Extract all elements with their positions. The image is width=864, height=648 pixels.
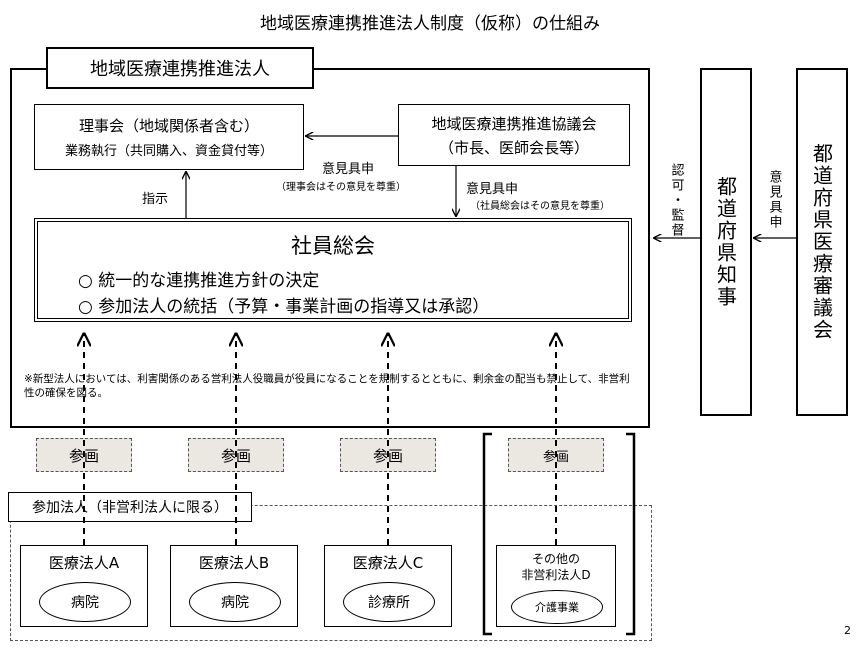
member-c-name: 医療法人C [352,554,424,572]
member-b-name: 医療法人B [198,554,270,572]
corporation-label: 地域医療連携推進法人 [46,47,314,89]
member-d-name-line2: 非営利法人D [521,568,591,582]
member-d-name-line1: その他の [531,552,580,566]
board-title: 理事会（地域関係者含む） [78,117,259,135]
member-a-facility: 病院 [39,582,131,622]
participating-corporations-group [10,505,652,641]
member-corporation-a: 医療法人A 病院 [20,545,148,627]
opinion-to-board-note: （理事会はその意見を尊重） [276,182,406,193]
member-corporation-c: 医療法人C 診療所 [324,545,452,627]
board-of-directors-box: 理事会（地域関係者含む） 業務執行（共同購入、資金貸付等） [34,104,304,170]
page-title: 地域医療連携推進法人制度（仮称）の仕組み [260,13,600,34]
participation-label-c: 参画 [340,438,436,472]
instruction-label: 指示 [142,192,169,207]
non-profit-note: ※新型法人においては、利害関係のある営利法人役職員が役員になることを規制するとと… [24,373,630,399]
council-members: （市長、医師会長等） [438,138,589,157]
participating-corporations-label: 参加法人（非営利法人に限る） [8,492,252,522]
member-a-name: 医療法人A [48,554,120,572]
governor-box: 都道府県知事 [700,68,752,416]
participation-label-b: 参画 [188,438,284,472]
corporation-frame [10,68,650,428]
member-b-facility: 病院 [189,582,281,622]
prefectural-medical-council-box: 都道府県医療審議会 [796,68,848,416]
participation-label-d: 参画 [508,438,604,472]
assembly-item-governance: ○ 参加法人の統括（予算・事業計画の指導又は承認） [78,297,490,317]
member-c-facility: 診療所 [343,582,435,622]
assembly-title: 社員総会 [291,234,375,258]
general-assembly-box: 社員総会 ○ 統一的な連携推進方針の決定 ○ 参加法人の統括（予算・事業計画の指… [34,218,632,322]
member-corporation-b: 医療法人B 病院 [170,545,298,627]
board-duties: 業務執行（共同購入、資金貸付等） [64,144,273,159]
prefectural-opinion-label: 意見具申 [766,170,782,230]
page-number: 2 [844,624,851,637]
assembly-item-policy: ○ 統一的な連携推進方針の決定 [78,271,320,291]
authorization-label: 認可・監督 [668,162,684,238]
member-corporation-d: その他の 非営利法人D 介護事業 [496,545,616,627]
council-title: 地域医療連携推進協議会 [431,114,597,133]
opinion-to-assembly-label: 意見具申 [466,182,519,197]
participation-label-a: 参画 [36,438,132,472]
opinion-to-board-label: 意見具申 [322,162,375,177]
opinion-to-assembly-note: （社員総会はその意見を尊重） [470,201,610,212]
member-d-facility: 介護事業 [511,590,603,624]
promotion-council-box: 地域医療連携推進協議会 （市長、医師会長等） [398,104,630,166]
